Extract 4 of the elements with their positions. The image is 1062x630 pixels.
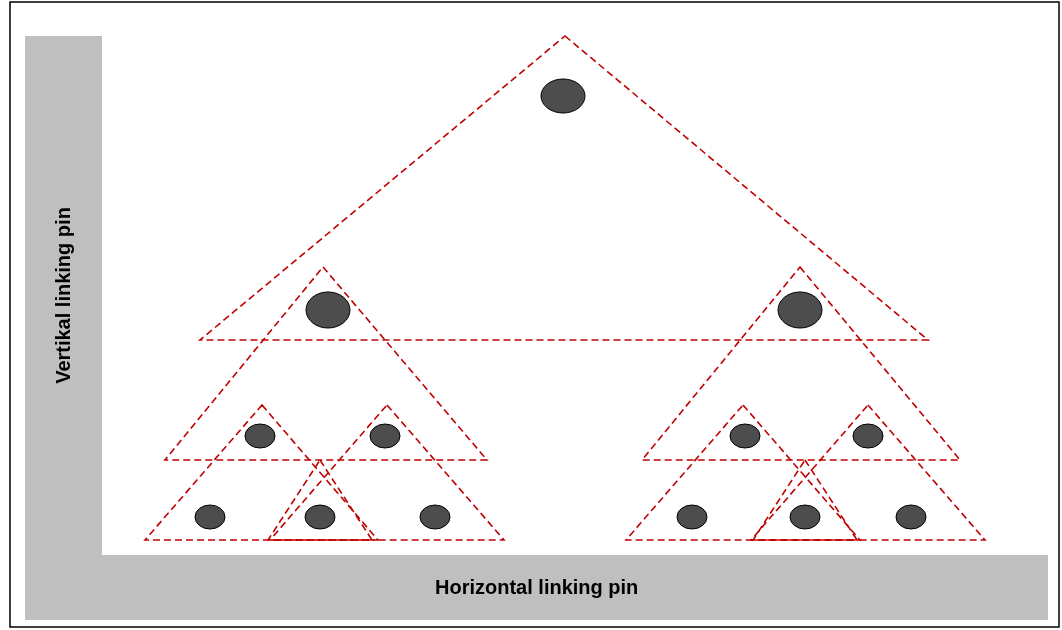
axis-label: Vertikal linking pin <box>51 207 75 384</box>
axis-band <box>25 555 1048 620</box>
axis-band <box>25 36 102 555</box>
axis-label: Horizontal linking pin <box>435 576 639 599</box>
